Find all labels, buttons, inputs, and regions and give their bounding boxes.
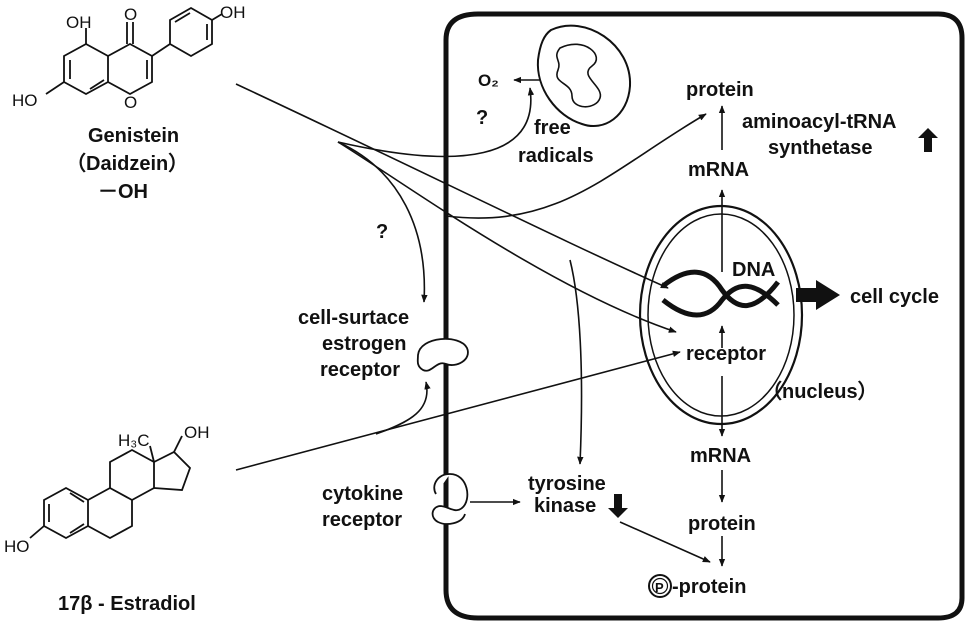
nucleus [638,204,804,426]
oh-note: －OH [98,181,148,203]
aminoacyl-trna-label: aminoacyl-tRNA [742,111,896,133]
synthetase-label: synthetase [768,137,873,159]
phospho-symbol [648,574,672,598]
cell-cycle-label: cell cycle [850,286,939,308]
genistein-structure [45,6,223,96]
mrna-top-label: mRNA [688,159,749,181]
cell-cycle-arrow [796,280,840,310]
free-radicals-label-2: radicals [518,145,594,167]
dna-helix [661,269,780,318]
mrna-bottom-label: mRNA [690,445,751,467]
estradiol-structure [29,435,192,540]
kinase-label: kinase [534,495,596,517]
genistein-atom-oh-top: OH [66,13,92,32]
estradiol-name: 17β - Estradiol [58,593,196,615]
estradiol-atom-ho: HO [4,537,30,556]
mitochondrion [536,24,632,127]
genistein-atom-oh-right: OH [220,3,246,22]
dna-label: DNA [732,259,775,281]
cytokine-label-1: cytokine [322,483,403,505]
p-protein-label: -protein [672,576,746,598]
receptor-label: receptor [686,343,766,365]
nucleus-label: （nucleus） [762,380,878,403]
daidzein-name: （Daidzein） [66,152,188,175]
cell-surface-label-3: receptor [320,359,400,381]
estradiol-atom-oh: OH [184,423,210,442]
protein-bottom-label: protein [688,513,756,535]
genistein-atom-keto-o: O [124,5,137,24]
arrows [235,76,726,567]
p-symbol-label: P [655,580,664,595]
protein-top-label: protein [686,79,754,101]
cell-surface-receptor-shape [416,338,469,372]
cell-surface-label-1: cell-surtace [298,307,409,329]
increase-arrow [918,128,938,152]
cytokine-label-2: receptor [322,509,402,531]
cytokine-receptor-shape [431,473,469,525]
genistein-name: Genistein [88,125,179,147]
decrease-arrow [608,494,628,518]
cell-surface-label-2: estrogen [322,333,406,355]
cell-membrane [443,11,965,621]
question-mark-1: ? [476,107,488,129]
tyrosine-label: tyrosine [528,473,606,495]
o2-label: O₂ [478,71,499,90]
estradiol-atom-methyl: H₃C [118,431,149,450]
free-radicals-label: free [534,117,571,139]
question-mark-2: ? [376,221,388,243]
genistein-atom-ho-left: HO [12,91,38,110]
genistein-atom-ring-o: O [124,93,137,112]
